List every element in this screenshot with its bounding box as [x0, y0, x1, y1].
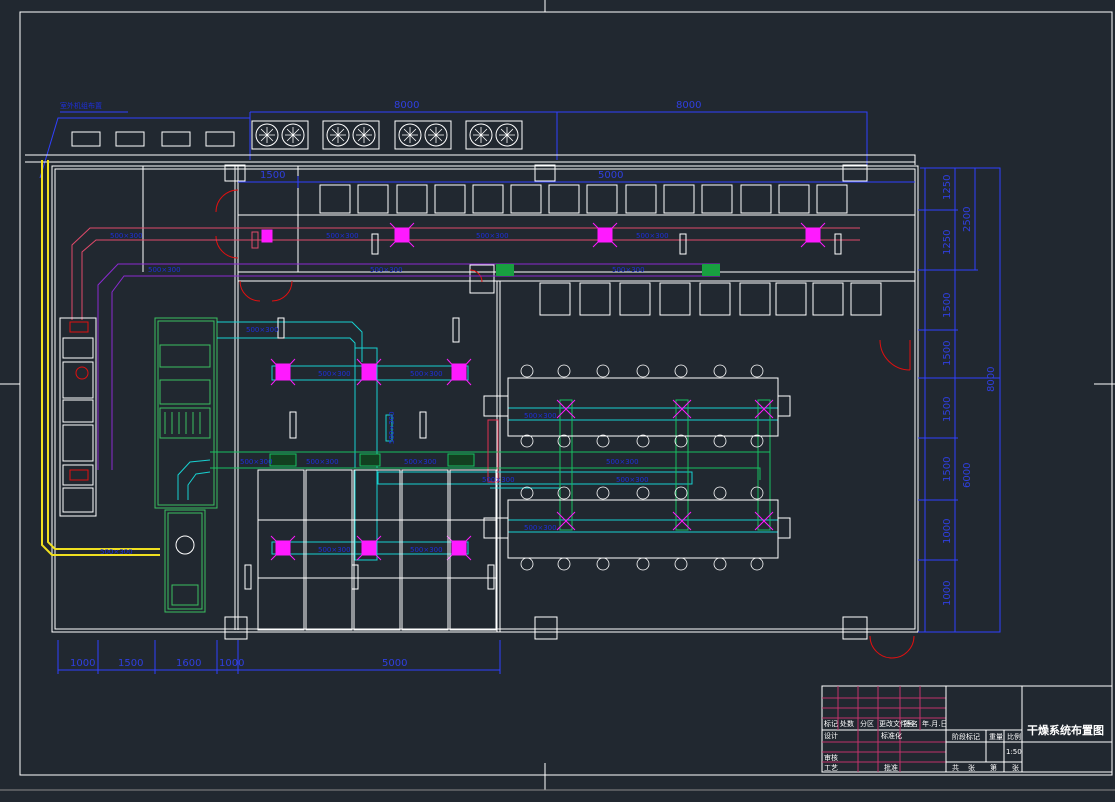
dim-top-2: 8000 [676, 100, 701, 111]
duct-label: 500×300 [318, 370, 351, 378]
tb-footer: 第 [990, 763, 997, 772]
duct-label: 500×300 [148, 266, 181, 274]
title-block [821, 685, 1113, 773]
duct-label: 500×300 [246, 326, 279, 334]
duct-label: 500×300 [370, 266, 403, 274]
dim-right-8: 1000 [942, 581, 953, 606]
dim-right-total-1: 2500 [962, 207, 973, 232]
duct-label: 500×300 [404, 458, 437, 466]
diffusers [261, 222, 826, 561]
duct-label: 500×300 [318, 546, 351, 554]
tb-col: 阶段标记 [952, 732, 980, 741]
drawing-title: 干燥系统布置图 [1027, 723, 1104, 737]
dim-bottom-3: 1600 [176, 658, 201, 669]
damper-2 [702, 264, 720, 276]
duct-labels: 500×300 500×300 500×300 500×300 500×300 … [100, 232, 669, 556]
dim-right-2: 1250 [942, 230, 953, 255]
duct-label: 500×300 [240, 458, 273, 466]
duct-label: 500×300 [410, 370, 443, 378]
tb-label: 处数 [840, 719, 854, 728]
duct-label: 500×300 [110, 232, 143, 240]
dim-right-7: 1000 [942, 519, 953, 544]
dim-bottom-4: 1000 [219, 658, 244, 669]
dim-upper-2: 5000 [598, 170, 623, 181]
doors [215, 189, 915, 659]
duct-label: 500×300 [606, 458, 639, 466]
connector-duct [487, 419, 499, 483]
scale-value: 1:50 [1006, 748, 1022, 756]
dim-right-4: 1500 [942, 341, 953, 366]
tb-row: 审核 [824, 753, 838, 762]
duct-label: 500×300 [636, 232, 669, 240]
dim-right-1: 1250 [942, 175, 953, 200]
tb-label: 年.月.日 [922, 719, 947, 728]
duct-label: 500×300 [306, 458, 339, 466]
cabinets-top [319, 184, 848, 214]
outdoor-unit-label: 室外机组布置 [60, 101, 102, 110]
dim-bottom-1: 1000 [70, 658, 95, 669]
dimension-lines [57, 167, 1001, 674]
tb-footer: 张 [1012, 763, 1019, 772]
cabinets-mid [539, 282, 882, 316]
exhaust-duct [210, 399, 771, 531]
building-walls [25, 154, 919, 640]
dim-bottom-5: 5000 [382, 658, 407, 669]
tb-row: 设计 [824, 731, 838, 740]
duct-label: 500×300 [612, 266, 645, 274]
tb-label: 签名 [904, 719, 918, 728]
right-dimensions: 1250 1250 1500 1500 1500 1500 1000 1000 … [942, 175, 997, 606]
return-duct [97, 263, 720, 470]
tb-label: 标记 [824, 719, 838, 728]
tb-label: 更改文件号 [879, 719, 914, 728]
dim-right-6: 1500 [942, 457, 953, 482]
dim-top-1: 8000 [394, 100, 419, 111]
supply-duct [71, 227, 860, 320]
duct-label: 500×300 [410, 546, 443, 554]
duct-label: 500×300 [524, 524, 557, 532]
air-handling-unit [154, 317, 218, 613]
duct-label: 500×300 [616, 476, 649, 484]
dim-right-total-2: 8000 [986, 367, 997, 392]
duct-label: 500×300 [476, 232, 509, 240]
workstations [257, 377, 791, 631]
chairs [520, 364, 764, 571]
tb-row: 批准 [884, 763, 898, 772]
condenser-fans [251, 120, 523, 150]
dim-right-3: 1500 [942, 293, 953, 318]
tb-row: 标准化 [881, 731, 902, 740]
dim-right-5: 1500 [942, 397, 953, 422]
tb-footer: 共 [952, 763, 959, 772]
damper-1 [496, 264, 514, 276]
duct-label: 500×300 [524, 412, 557, 420]
tb-col: 重量 [989, 733, 1003, 741]
dim-upper-1: 1500 [260, 170, 285, 181]
left-equipment [59, 317, 97, 517]
refrigerant-pipe [41, 160, 160, 556]
tb-footer: 张 [968, 763, 975, 772]
tb-row: 工艺 [824, 764, 838, 772]
outdoor-unit-area: 室外机组布置 [39, 100, 868, 180]
title-block-text: 标记 处数 分区 更改文件号 签名 年.月.日 设计 标准化 审核 工艺 批准 … [824, 719, 1104, 772]
dim-right-total-3: 6000 [962, 463, 973, 488]
tb-col: 比例 [1007, 732, 1021, 741]
dim-bottom-2: 1500 [118, 658, 143, 669]
duct-label: 500×300 [482, 476, 515, 484]
duct-label: 500×300 [388, 411, 396, 444]
tb-label: 分区 [860, 719, 874, 728]
duct-label: 500×300 [326, 232, 359, 240]
duct-label: 500×300 [100, 548, 133, 556]
